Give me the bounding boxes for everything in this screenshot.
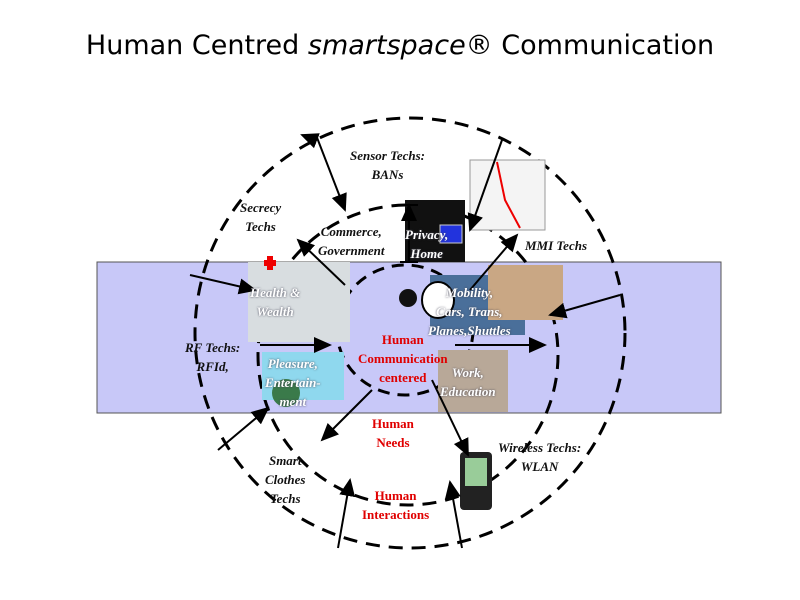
- label-secrecy-techs: Secrecy Techs: [240, 200, 282, 234]
- work-image: [438, 350, 508, 412]
- label-wireless-techs: Wireless Techs: WLAN: [498, 440, 582, 474]
- label-pleasure: Pleasure, Entertain- ment: [265, 356, 321, 409]
- health-image: [248, 262, 350, 342]
- label-center: Human Communication centered: [358, 332, 448, 385]
- label-smart-clothes: Smart Clothes Techs: [265, 453, 306, 506]
- label-work: Work, Education: [440, 365, 496, 399]
- label-health: Health & Wealth: [250, 285, 301, 319]
- arrows: [189, 133, 621, 549]
- stick-figure: [399, 289, 417, 307]
- label-mmi-techs: MMI Techs: [525, 238, 588, 253]
- globe-image: [272, 379, 300, 407]
- label-commerce: Commerce, Government: [318, 224, 385, 258]
- slide-title: Human Centred smartspace® Communication: [85, 30, 715, 61]
- outer-circle: [193, 116, 627, 550]
- label-privacy: Privacy, Home: [405, 227, 449, 261]
- middle-circle: [256, 203, 560, 507]
- label-rf-techs: RF Techs: RFId,: [185, 340, 241, 374]
- label-sensor-techs: Sensor Techs: BANs: [350, 148, 426, 182]
- label-mobility: Mobility, Cars, Trans, Planes,Shuttles: [428, 285, 511, 338]
- label-human-interactions: Human Interactions: [362, 488, 430, 522]
- map-image: [469, 159, 546, 231]
- label-human-needs: Human Needs: [372, 416, 414, 450]
